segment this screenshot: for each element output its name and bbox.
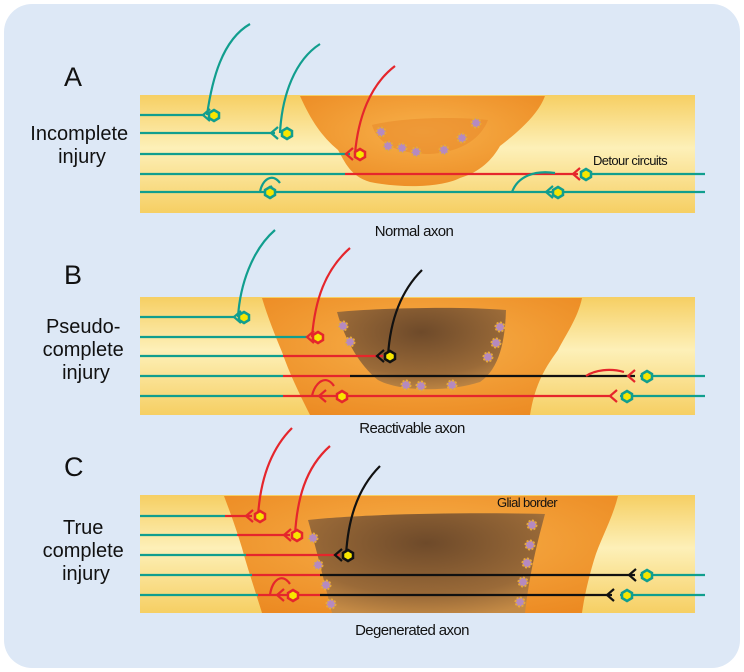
microglia-cell [410, 146, 422, 158]
injury-type-label: True complete injury [43, 517, 130, 585]
neuron-body-marker [207, 108, 221, 123]
growth-cone [282, 528, 292, 542]
neuron-body-marker [253, 509, 267, 524]
growth-cone [244, 509, 254, 523]
neuron-body-marker [263, 185, 277, 200]
neuron-body-marker [640, 369, 654, 384]
panel-c: C True complete injury Degenerated axon … [43, 427, 705, 639]
lesion-core-b [337, 307, 506, 390]
growth-cone [344, 147, 354, 161]
red-axon [268, 577, 291, 596]
red-axon [353, 65, 396, 155]
red-axon [310, 247, 351, 338]
axon-type-caption: Normal axon [375, 223, 454, 240]
microglia-cell [514, 596, 526, 608]
neuron-body-marker [286, 588, 300, 603]
microglia-cell [320, 579, 332, 591]
microglia-cell [521, 557, 533, 569]
microglia-cell [456, 132, 468, 144]
growth-cone [305, 330, 315, 344]
neuron-body-marker [579, 167, 593, 182]
injury-type-label: Pseudo- complete injury [43, 316, 130, 384]
teal-axon [278, 43, 321, 134]
neuron-body-marker [311, 330, 325, 345]
microglia-cell [312, 559, 324, 571]
panel-letter: C [64, 452, 84, 482]
injury-type-label: Incomplete injury [30, 123, 133, 168]
microglia-cell [446, 379, 458, 391]
neuron-body-marker [620, 588, 634, 603]
microglia-cell [344, 336, 356, 348]
red-axon [256, 427, 293, 517]
growth-cone [544, 185, 554, 199]
microglia-cell [396, 142, 408, 154]
teal-axon [258, 176, 281, 193]
growth-cone [571, 167, 581, 181]
microglia-cell [494, 321, 506, 333]
neuron-body-marker [290, 528, 304, 543]
neuron-body-marker [353, 147, 367, 162]
microglia-cell [337, 320, 349, 332]
axon-type-caption: Degenerated axon [355, 622, 469, 639]
panel-a: A Incomplete injury Normal axon Detour c… [30, 23, 705, 240]
red-axon [585, 368, 625, 377]
growth-cone [627, 568, 637, 582]
growth-cone [317, 389, 327, 403]
neuron-body-marker [383, 349, 397, 364]
microglia-cell [490, 337, 502, 349]
black-axon [386, 269, 423, 357]
neuron-body-marker [280, 126, 294, 141]
microglia-cell [382, 140, 394, 152]
teal-axon [236, 229, 276, 318]
neuron-body-marker [620, 389, 634, 404]
red-axon [293, 445, 331, 536]
microglia-cell [526, 519, 538, 531]
black-axon [344, 465, 381, 556]
neuron-body-marker [335, 389, 349, 404]
teal-axon [205, 23, 251, 116]
microglia-cell [375, 126, 387, 138]
growth-cone [626, 369, 636, 383]
microglia-cell [325, 598, 337, 610]
panel-letter: A [64, 62, 82, 92]
microglia-cell [415, 380, 427, 392]
microglia-cell [482, 351, 494, 363]
growth-cone [275, 588, 285, 602]
growth-cone [605, 588, 615, 602]
glial-border-label: Glial border [497, 495, 558, 510]
lesion-core-c [308, 513, 545, 613]
microglia-cell [524, 539, 536, 551]
detour-circuits-label: Detour circuits [593, 153, 668, 168]
neuron-body-marker [341, 548, 355, 563]
growth-cone [269, 126, 279, 140]
panel-b: B Pseudo- complete injury Reactivable ax… [43, 229, 705, 437]
panel-letter: B [64, 260, 82, 290]
microglia-cell [438, 144, 450, 156]
neuron-body-marker [237, 310, 251, 325]
growth-cone [333, 548, 343, 562]
growth-cone [201, 108, 211, 122]
red-axon [310, 379, 335, 397]
neuron-body-marker [551, 185, 565, 200]
growth-cone [608, 389, 618, 403]
microglia-cell [400, 379, 412, 391]
neuron-body-marker [640, 568, 654, 583]
teal-axon [510, 171, 556, 193]
axon-type-caption: Reactivable axon [359, 420, 465, 437]
microglia-cell [470, 117, 482, 129]
growth-cone [375, 349, 385, 363]
microglia-cell [307, 532, 319, 544]
microglia-cell [517, 576, 529, 588]
